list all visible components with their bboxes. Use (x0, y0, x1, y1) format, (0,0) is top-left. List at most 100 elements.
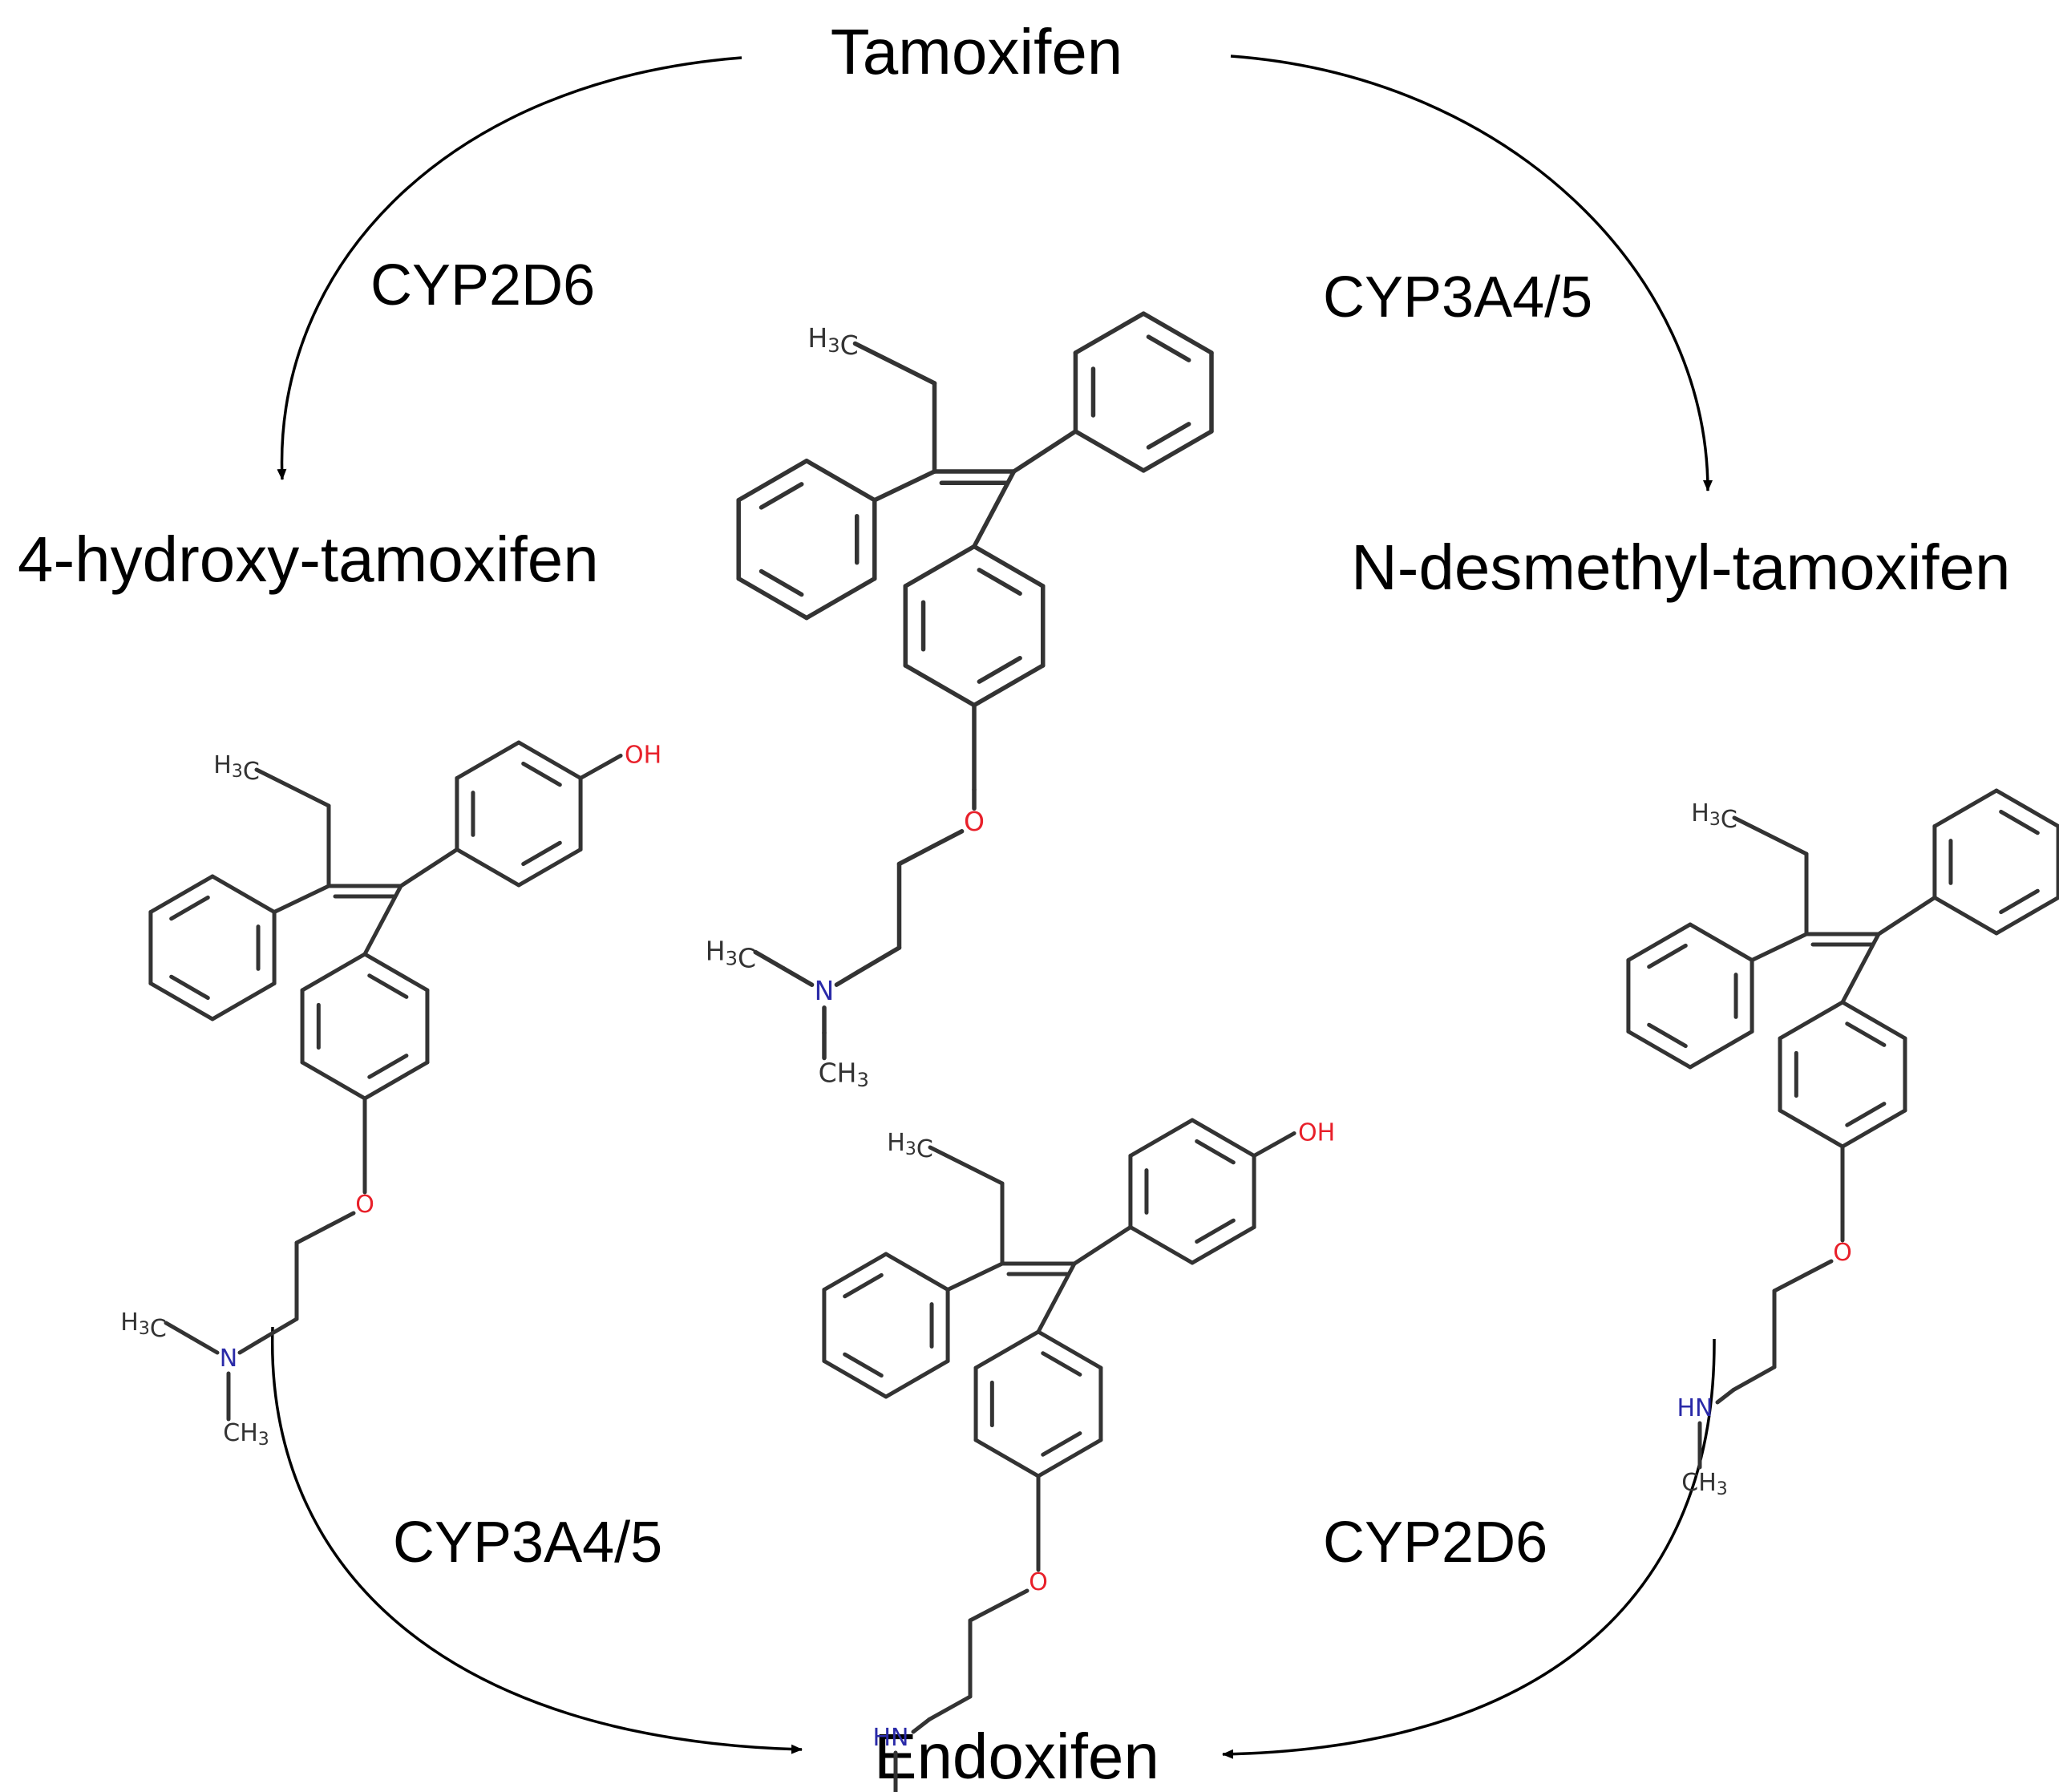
ring-bond (903, 544, 977, 589)
ether-bond (326, 1211, 356, 1229)
left-phenyl-ring (736, 459, 877, 621)
ring-double-bond (169, 895, 210, 921)
ring-bond (1626, 922, 1693, 962)
amine-bond (834, 969, 860, 987)
arrow-desmethyl-to-endoxifen (1222, 1338, 1716, 1759)
ring-double-bond (521, 761, 562, 787)
enzyme-tamoxifen-to-desmethyl: CYP3A4/5 (1323, 265, 1592, 330)
amine-label: HN (1677, 1394, 1713, 1422)
amine-bond (257, 1317, 299, 1343)
ring-bond (736, 459, 809, 503)
ring-double-bond (758, 568, 804, 597)
right-phenyl-ring (1073, 311, 1214, 473)
ring-double-bond (977, 656, 1022, 684)
hydroxyl-label: OH (1298, 1118, 1335, 1147)
ring-double-bond (1146, 334, 1191, 362)
ring-bond (1626, 1029, 1693, 1070)
ring-bond (822, 1252, 888, 1292)
ring-bond (210, 874, 277, 914)
ring-bond (516, 740, 583, 780)
n-methyl-label: CH3 (819, 1057, 869, 1091)
phenylene-ring (973, 1329, 1103, 1479)
amine-bond (189, 1336, 220, 1355)
ring-bond (455, 740, 521, 780)
ring-bond (1036, 1329, 1103, 1370)
amine-bond (927, 1694, 973, 1722)
arrow-hydroxy-to-endoxifen (271, 1326, 803, 1754)
amine-bond (856, 945, 902, 975)
arrow-tamoxifen-to-desmethyl (1230, 55, 1713, 491)
oxygen-label: O (1833, 1239, 1852, 1267)
endoxifen-label: Endoxifen (874, 1721, 1159, 1792)
ring-bond (736, 576, 809, 621)
ring-double-bond (367, 1054, 409, 1079)
amine-bond (781, 966, 815, 987)
left-phenyl-ring (1626, 922, 1754, 1070)
ring-double-bond (1041, 1351, 1082, 1377)
ring-bond (972, 544, 1046, 589)
amine-bond (237, 1339, 261, 1355)
ring-double-bond (1845, 1021, 1887, 1047)
ring-double-bond (758, 482, 804, 510)
ring-bond (1073, 429, 1146, 473)
methyl-label: H3C (213, 751, 260, 786)
ring-bond (884, 1359, 950, 1399)
ring-bond (1190, 1118, 1256, 1158)
ring-bond (1840, 1000, 1907, 1041)
ethyl-bond (852, 341, 937, 386)
ring-bond (1778, 1108, 1845, 1149)
right-phenyl-bond (1876, 896, 1937, 936)
oxygen-label: O (1029, 1568, 1048, 1596)
n-methyl-label: CH3 (1681, 1469, 1728, 1500)
hydroxyl-label: OH (625, 741, 661, 769)
ether-bond (294, 1224, 330, 1245)
ether-bond (931, 829, 965, 848)
ring-bond (1994, 896, 2059, 936)
phenylene-bond (972, 469, 1017, 549)
right-phenyl-bond (1011, 429, 1078, 474)
ring-bond (516, 847, 583, 888)
ring-bond (822, 1359, 888, 1399)
oxygen-label: O (355, 1191, 374, 1219)
ring-double-bond (977, 568, 1022, 596)
amine-label: HN (873, 1724, 909, 1752)
left-phenyl-bond (1750, 932, 1809, 962)
ring-bond (1141, 429, 1214, 473)
ring-bond (1688, 1029, 1754, 1070)
hydroxyl-bond (1252, 1143, 1276, 1158)
ring-bond (148, 874, 215, 914)
nitrogen-label: N (220, 1345, 237, 1373)
phenylene-ring (903, 544, 1046, 708)
phenylene-ring (1778, 1000, 1907, 1149)
methyl-label: H3C (1691, 799, 1737, 834)
enzyme-hydroxy-to-endoxifen: CYP3A4/5 (393, 1511, 662, 1575)
n-methyl-label: H3C (706, 935, 756, 973)
left-phenyl-bond (872, 469, 937, 503)
arrow-tamoxifen-to-hydroxy (277, 56, 742, 480)
desmethyl-tamoxifen-label: N-desmethyl-tamoxifen (1351, 532, 2011, 603)
right-phenyl-ring (1932, 788, 2059, 936)
ring-bond (1994, 788, 2059, 828)
ethyl-bond (1732, 815, 1809, 856)
hydroxy-tamoxifen-label: 4-hydroxy-tamoxifen (18, 524, 599, 595)
amine-bond (1731, 1365, 1777, 1393)
ring-bond (1688, 922, 1754, 962)
ring-bond (804, 459, 877, 503)
ring-double-bond (1647, 1022, 1688, 1049)
amine-bond (753, 949, 787, 971)
left-phenyl-bond (945, 1261, 1005, 1292)
left-phenyl-ring (822, 1252, 950, 1399)
ring-double-bond (1999, 888, 2040, 915)
ring-bond (1128, 1118, 1195, 1158)
ring-bond (972, 663, 1046, 708)
ring-bond (1840, 1108, 1907, 1149)
enzyme-desmethyl-to-endoxifen: CYP2D6 (1323, 1511, 1547, 1575)
right-phenyl-bond (398, 847, 459, 888)
phenylene-bond (362, 884, 403, 957)
ring-bond (1036, 1438, 1103, 1479)
ethyl-bond (928, 1145, 1005, 1186)
left-phenyl-bond (272, 884, 331, 914)
ring-bond (973, 1438, 1041, 1479)
